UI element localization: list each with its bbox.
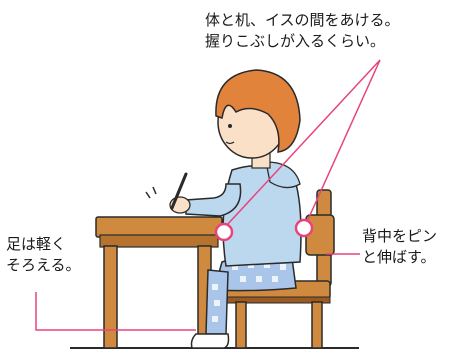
annotation-top: 体と机、イスの間をあける。 握りこぶしが入るくらい。 — [205, 10, 400, 52]
gap-marker-chair — [294, 218, 314, 238]
annotation-top-line2: 握りこぶしが入るくらい。 — [205, 32, 386, 50]
chair-backrest — [305, 214, 335, 256]
annotation-feet-line2: そろえる。 — [6, 256, 81, 274]
pointer-top-to-desk-gap — [225, 59, 381, 227]
desk-apron — [99, 234, 219, 248]
child-shoe — [190, 333, 230, 349]
annotation-back-line2: と伸ばす。 — [362, 248, 436, 266]
child — [145, 69, 302, 349]
callouts — [35, 59, 381, 331]
annotation-feet-line1: 足は軽く — [6, 235, 67, 253]
chair-leg-front — [235, 301, 247, 349]
desk — [95, 216, 223, 349]
annotation-back-line1: 背中をピン — [362, 227, 438, 245]
annotation-back: 背中をピン と伸ばす。 — [362, 226, 437, 268]
child-hair — [215, 69, 301, 153]
pointer-feet — [35, 292, 196, 331]
desk-leg-left — [103, 245, 118, 349]
desk-top — [95, 216, 223, 238]
child-mouth — [225, 141, 235, 145]
gap-marker-desk — [214, 222, 234, 242]
chair-leg-back — [311, 301, 323, 349]
annotation-top-line1: 体と机、イスの間をあける。 — [205, 11, 400, 29]
pointer-top-to-chair-gap — [305, 59, 381, 225]
child-eye — [228, 124, 232, 128]
pencil — [170, 172, 188, 210]
child-hood — [265, 161, 301, 189]
motion-marks — [145, 186, 157, 199]
annotation-feet: 足は軽く そろえる。 — [6, 234, 81, 276]
chair — [225, 189, 335, 349]
